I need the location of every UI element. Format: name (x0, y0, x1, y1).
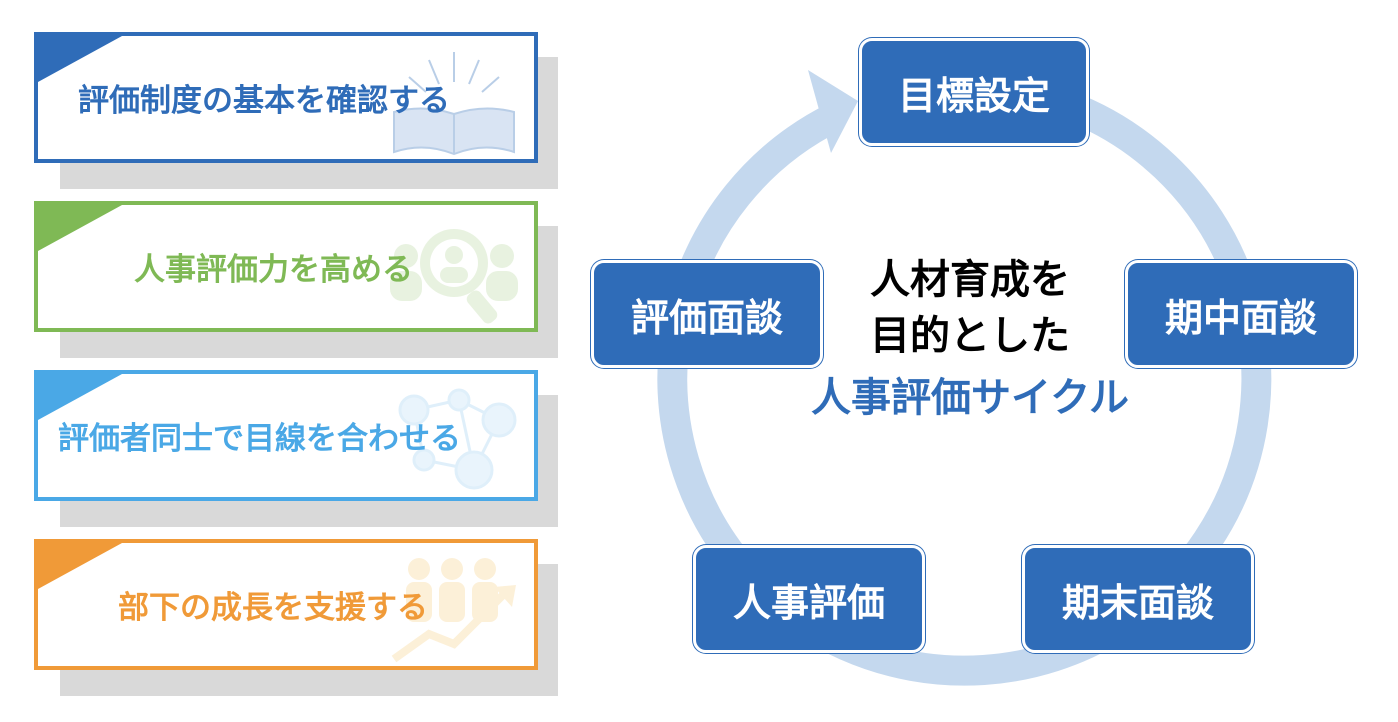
card-label: 部下の成長を支援する (118, 590, 428, 626)
card-support-growth: 部下の成長を支援する (34, 539, 538, 670)
card-check-basics: 評価制度の基本を確認する (34, 32, 538, 163)
center-title-line3: 人事評価サイクル (811, 375, 1129, 421)
open-book-icon (393, 52, 515, 156)
card-label: 評価制度の基本を確認する (78, 83, 450, 119)
card-align-viewpoint: 評価者同士で目線を合わせる (34, 370, 538, 501)
center-title-line1: 人材育成を (870, 257, 1070, 303)
magnifier-people-icon (390, 229, 518, 324)
node-evaluation: 人事評価 (693, 545, 925, 653)
center-title-line2: 目的とした (870, 313, 1070, 359)
card-label: 評価者同士で目線を合わせる (58, 421, 461, 457)
card-improve-skill: 人事評価力を高める (34, 201, 538, 332)
node-endterm-interview: 期末面談 (1022, 545, 1254, 653)
growth-people-icon (391, 558, 516, 663)
network-people-icon (398, 388, 517, 490)
node-evaluation-interview: 評価面談 (591, 260, 823, 368)
node-midterm-interview: 期中面談 (1125, 260, 1357, 368)
node-goal-setting: 目標設定 (859, 38, 1089, 146)
ring-arrowhead (808, 70, 858, 153)
card-label: 人事評価力を高める (134, 252, 413, 288)
